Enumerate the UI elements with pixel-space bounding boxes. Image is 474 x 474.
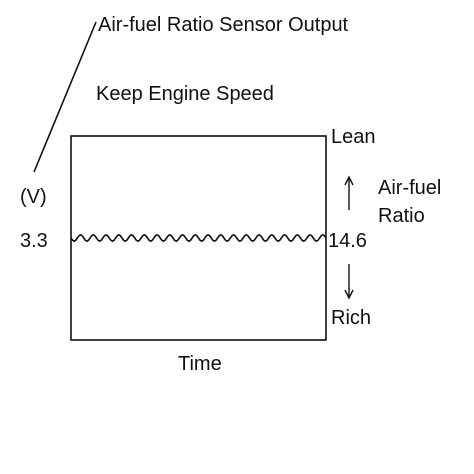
right-top-label: Lean — [331, 126, 376, 148]
title-leader-line — [33, 21, 97, 173]
y-tick-label: 3.3 — [20, 230, 48, 252]
y-axis-unit-label: (V) — [20, 186, 47, 208]
chart-title: Air-fuel Ratio Sensor Output — [98, 14, 349, 36]
lean-arrow — [344, 175, 354, 210]
right-tick-label: 14.6 — [328, 230, 367, 252]
rich-arrow — [344, 264, 354, 300]
series-line — [70, 233, 327, 243]
right-axis-title-line-2: Ratio — [378, 205, 425, 227]
right-bottom-label: Rich — [331, 307, 371, 329]
right-axis-title-line-1: Air-fuel — [378, 177, 441, 199]
chart-subtitle: Keep Engine Speed — [96, 83, 274, 105]
x-axis-label: Time — [178, 353, 222, 375]
